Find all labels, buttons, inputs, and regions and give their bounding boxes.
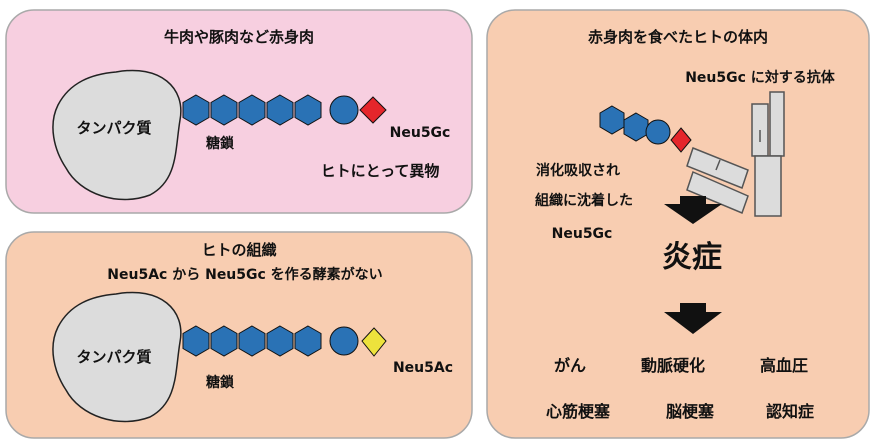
antibody-icon: [686, 91, 785, 217]
absorbed-line-1: 消化吸収され: [536, 162, 620, 179]
protein-label: タンパク質: [76, 119, 151, 137]
disease-item: がん: [554, 356, 586, 375]
panel-human-tissue: ヒトの組織 Neu5Ac から Neu5Gc を作る酵素がない タンパク質 糖鎖…: [5, 231, 473, 439]
neu5gc-label: Neu5Gc: [390, 125, 451, 141]
hexose-unit: [210, 94, 238, 126]
absorbed-line-3: Neu5Gc: [552, 226, 613, 242]
sugar-chain-label: 糖鎖: [206, 135, 235, 152]
hexose-unit: [266, 94, 294, 126]
inflammation-label: 炎症: [662, 240, 722, 275]
round-sugar-unit: [329, 326, 359, 356]
hexose-unit: [238, 325, 266, 357]
disease-item: 高血圧: [760, 356, 808, 375]
absorbed-line-2: 組織に沈着した: [535, 192, 633, 209]
protein-shape: [52, 291, 182, 423]
neu5ac-label: Neu5Ac: [393, 360, 453, 376]
hexose-unit: [623, 112, 649, 142]
antibody-label: Neu5Gc に対する抗体: [685, 69, 836, 86]
hexose-unit: [599, 105, 625, 135]
hexose-unit: [182, 325, 210, 357]
antibody-light-chain: [769, 91, 785, 157]
hexose-unit: [266, 325, 294, 357]
protein-label: タンパク質: [76, 348, 151, 366]
foreign-note: ヒトにとって異物: [321, 162, 440, 180]
panel-body: 赤身肉を食べたヒトの体内 Neu5Gc に対する抗体 消化吸収され 組織に沈着し…: [486, 9, 870, 439]
sugar-chain: [182, 94, 387, 126]
hexose-unit: [294, 94, 322, 126]
sugar-chain: [182, 325, 387, 357]
hexose-unit: [294, 325, 322, 357]
round-sugar-unit: [329, 95, 359, 125]
down-arrow-icon: [664, 196, 722, 224]
neu5gc-diamond: [359, 96, 387, 124]
down-arrow-icon: [664, 303, 722, 334]
neu5ac-diamond: [361, 327, 387, 357]
hexose-unit: [210, 325, 238, 357]
panel-human-tissue-title: ヒトの組織: [201, 241, 276, 259]
neu5gc-diamond: [670, 127, 692, 153]
antibody-hinge-mark: [715, 159, 721, 171]
antibody-arm-lower: [686, 170, 749, 214]
antibody-fc-stem: [754, 155, 782, 217]
disease-item: 動脈硬化: [641, 356, 705, 375]
panel-red-meat: 牛肉や豚肉など赤身肉 タンパク質 糖鎖 Neu5Gc ヒトにとって異物: [5, 9, 473, 214]
round-sugar-unit: [645, 119, 671, 145]
panel-body-title: 赤身肉を食べたヒトの体内: [588, 28, 768, 46]
disease-item: 心筋梗塞: [546, 402, 611, 421]
disease-item: 脳梗塞: [666, 402, 715, 421]
hexose-unit: [238, 94, 266, 126]
sugar-chain-label: 糖鎖: [206, 374, 235, 391]
disease-item: 認知症: [766, 402, 814, 421]
absorbed-neu5gc-fragment: [599, 105, 692, 153]
panel-human-tissue-subtitle: Neu5Ac から Neu5Gc を作る酵素がない: [107, 266, 382, 283]
hexose-unit: [182, 94, 210, 126]
protein-shape: [52, 69, 182, 201]
panel-red-meat-title: 牛肉や豚肉など赤身肉: [164, 28, 314, 46]
